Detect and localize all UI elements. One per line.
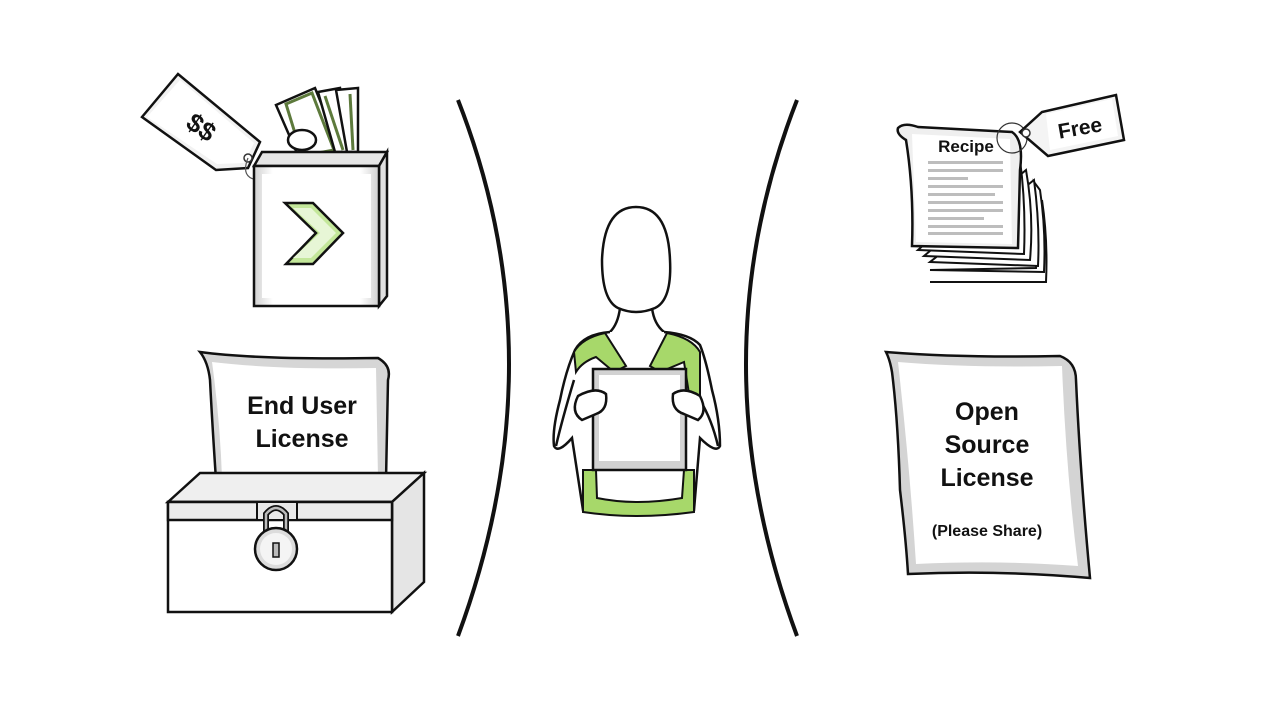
money-bills-icon bbox=[274, 86, 360, 162]
oss-label-line1: Open bbox=[955, 398, 1019, 426]
oss-label-line3: License bbox=[940, 464, 1033, 492]
price-tag-icon: $$ bbox=[140, 72, 262, 181]
recipe-stack-icon: Recipe bbox=[896, 122, 1048, 283]
software-box-icon bbox=[251, 147, 390, 310]
price-tag-icon: Free bbox=[1018, 93, 1126, 158]
oss-label-line2: Source bbox=[945, 431, 1030, 459]
eula-label-line2: License bbox=[255, 425, 348, 453]
padlock-icon bbox=[253, 505, 299, 572]
hands bbox=[573, 389, 705, 422]
document-icon bbox=[591, 367, 688, 472]
left-divider-curve bbox=[456, 99, 511, 637]
eula-paper: End User License bbox=[197, 350, 391, 482]
eula-label-line1: End User bbox=[247, 392, 357, 420]
recipe-title: Recipe bbox=[938, 137, 994, 156]
right-divider-curve bbox=[744, 99, 799, 637]
oss-note: (Please Share) bbox=[932, 523, 1042, 540]
license-paper-icon: Open Source License (Please Share) bbox=[883, 350, 1092, 580]
